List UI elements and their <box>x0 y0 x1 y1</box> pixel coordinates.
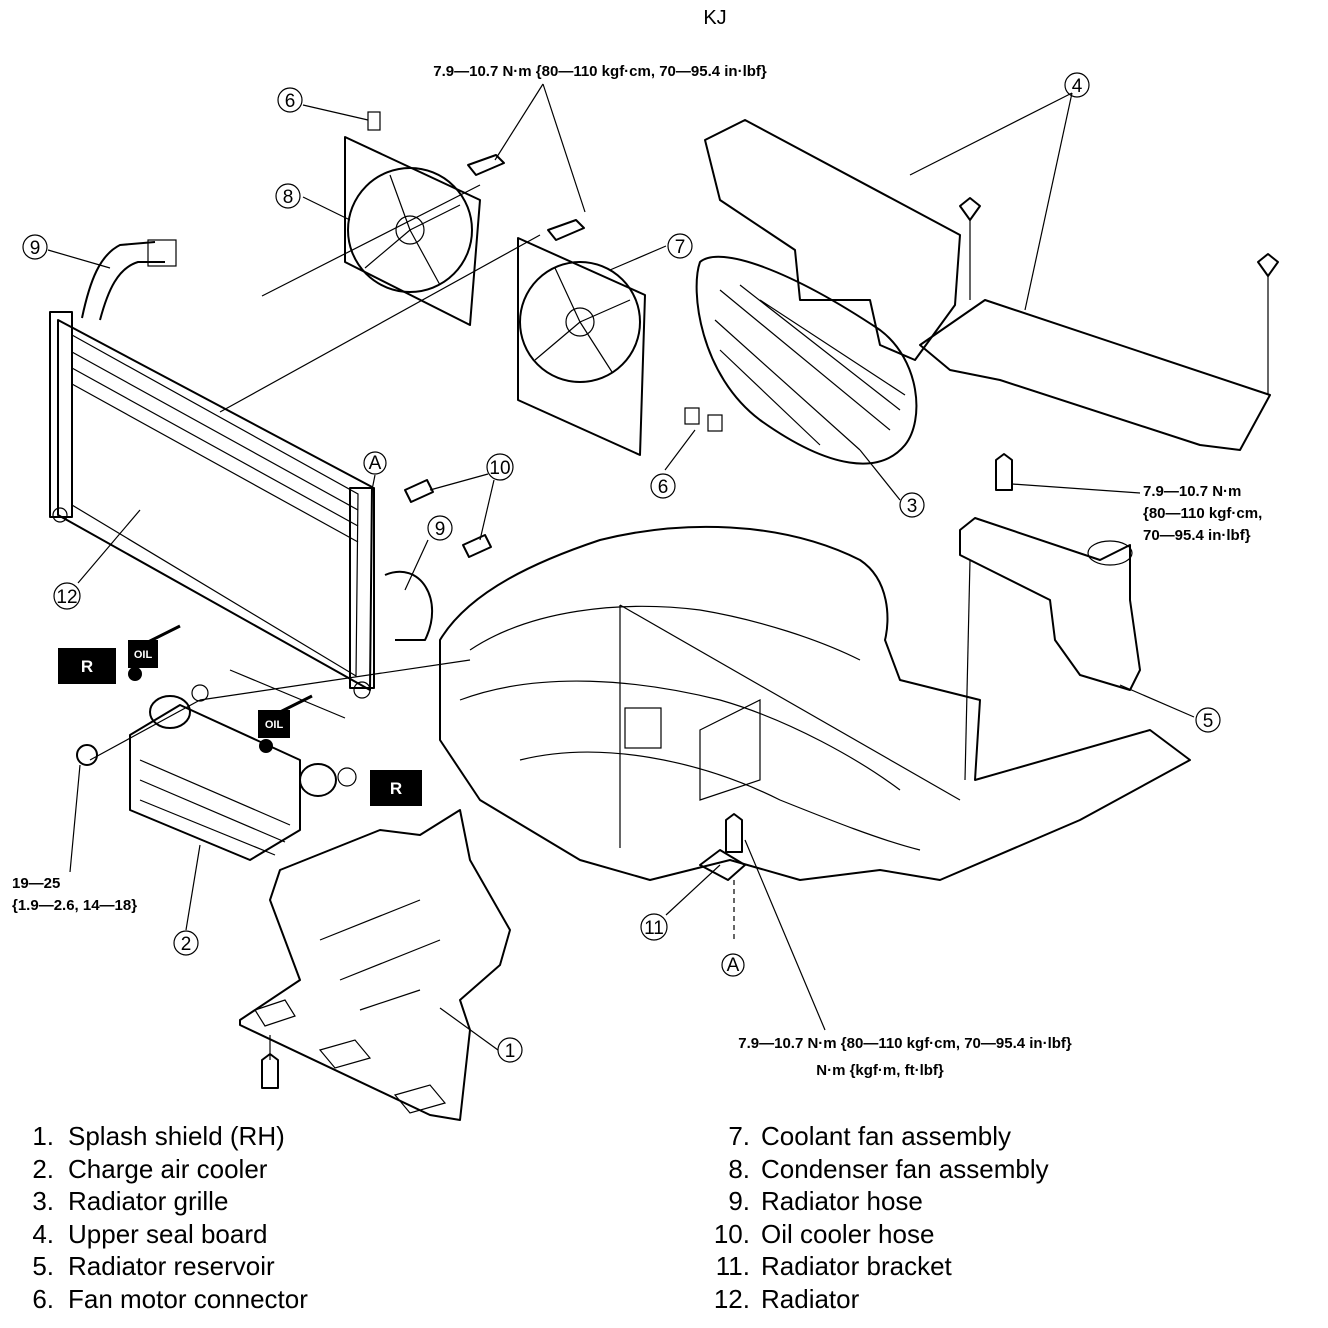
radiator-hose-upper <box>81 241 156 319</box>
leader-seal-board-a <box>909 92 1073 176</box>
svg-text:9: 9 <box>30 238 41 259</box>
svg-text:OIL: OIL <box>265 719 284 731</box>
fan-motor-connector-top <box>367 111 381 131</box>
svg-text:R: R <box>390 779 402 798</box>
torque-units: N·m {kgf·m, ft·lbf} <box>816 1062 944 1079</box>
leader-bolt-coolant <box>219 234 541 413</box>
torque-spec-drain-line1: 19—25 <box>12 875 60 892</box>
reference-mark-a-bottom: A <box>721 953 745 977</box>
bolt-splash-shield <box>261 1053 279 1089</box>
torque-spec-reservoir-line3: 70—95.4 in·lbf} <box>1143 527 1251 544</box>
drain-plug <box>76 744 98 766</box>
callout-2: 2 <box>173 930 199 956</box>
bolt-condenser-fan <box>467 154 505 176</box>
callout-5: 5 <box>1195 707 1221 733</box>
reference-mark-a-top: A <box>363 451 387 475</box>
torque-spec-reservoir-line2: {80—110 kgf·cm, <box>1143 505 1262 522</box>
svg-text:11: 11 <box>644 918 664 939</box>
legend-right-column: 7.Coolant fan assembly 8.Condenser fan a… <box>706 1120 1049 1315</box>
engine-bay <box>439 525 1191 881</box>
radiator-hose-lower <box>384 570 434 641</box>
svg-text:R: R <box>81 657 93 676</box>
torque-spec-drain-line2: {1.9—2.6, 14—18} <box>12 897 137 914</box>
condenser-fan-assembly <box>344 136 481 326</box>
svg-text:12: 12 <box>56 587 77 608</box>
radiator-hose-upper-edge <box>99 261 165 321</box>
legend-item: 8.Condenser fan assembly <box>728 1153 1049 1184</box>
svg-text:8: 8 <box>283 187 294 208</box>
svg-text:1: 1 <box>505 1041 516 1062</box>
replace-badge-left: R <box>58 648 116 684</box>
legend-item: 7.Coolant fan assembly <box>728 1121 1012 1151</box>
charge-air-cooler <box>129 695 337 861</box>
torque-spec-reservoir-line1: 7.9—10.7 N·m <box>1143 483 1241 500</box>
replace-badge-right: R <box>370 770 422 806</box>
svg-text:OIL: OIL <box>134 649 153 661</box>
radiator-grille <box>695 255 918 465</box>
o-ring-lower <box>337 767 357 787</box>
legend-item: 4.Upper seal board <box>32 1218 268 1249</box>
radiator-bracket <box>699 849 746 881</box>
radiator-reservoir <box>959 517 1141 691</box>
callout-4: 4 <box>1064 72 1090 98</box>
legend-item: 5.Radiator reservoir <box>32 1251 275 1281</box>
legend-item: 6.Fan motor connector <box>32 1283 308 1314</box>
svg-text:6: 6 <box>658 477 669 498</box>
callout-6-bottom: 6 <box>650 473 676 499</box>
callout-1: 1 <box>497 1037 523 1063</box>
oil-cooler-hose-a <box>404 479 434 503</box>
callout-8: 8 <box>275 183 301 209</box>
bolt-reservoir <box>995 453 1013 491</box>
legend-item: 11.Radiator bracket <box>715 1251 952 1281</box>
model-code: KJ <box>703 7 726 29</box>
svg-text:A: A <box>727 955 740 976</box>
callout-9-upper: 9 <box>22 234 48 260</box>
legend-item: 12.Radiator <box>713 1283 860 1314</box>
callout-3: 3 <box>899 492 925 518</box>
leader-torque-top-b <box>542 83 586 213</box>
legend-item: 10.Oil cooler hose <box>713 1218 935 1249</box>
torque-spec-top: 7.9—10.7 N·m {80—110 kgf·cm, 70—95.4 in·… <box>433 63 767 80</box>
legend-item: 9.Radiator hose <box>728 1186 923 1216</box>
callout-10: 10 <box>486 453 514 481</box>
oil-can-icon: OIL <box>258 694 313 753</box>
bolt-coolant-fan <box>547 219 585 241</box>
callout-7: 7 <box>667 233 693 259</box>
leader-torque-top-a <box>494 83 544 161</box>
oil-can-icon: OIL <box>128 624 181 681</box>
fan-motor-connector-bottom <box>684 407 700 425</box>
callout-11: 11 <box>640 913 668 941</box>
callout-12: 12 <box>53 582 81 610</box>
svg-text:5: 5 <box>1203 711 1214 732</box>
legend-item: 1.Splash shield (RH) <box>32 1121 285 1151</box>
callout-6-top: 6 <box>277 87 303 113</box>
svg-text:6: 6 <box>285 91 296 112</box>
splash-shield-rh <box>239 809 511 1121</box>
callout-9-lower: 9 <box>427 515 453 541</box>
o-ring-upper <box>191 684 209 702</box>
upper-seal-board <box>704 119 1271 451</box>
svg-text:3: 3 <box>907 496 918 517</box>
legend-item: 2.Charge air cooler <box>32 1153 268 1184</box>
leader-bolt-condenser <box>261 184 481 297</box>
svg-text:A: A <box>369 453 382 474</box>
radiator <box>49 311 375 699</box>
leader-seal-board-b <box>1024 92 1073 311</box>
clip-right <box>1257 253 1279 277</box>
svg-text:2: 2 <box>181 934 192 955</box>
clip-upper <box>959 197 981 221</box>
svg-text:4: 4 <box>1072 76 1083 97</box>
torque-spec-bottom: 7.9—10.7 N·m {80—110 kgf·cm, 70—95.4 in·… <box>738 1035 1072 1052</box>
svg-text:10: 10 <box>489 458 510 479</box>
legend-item: 3.Radiator grille <box>32 1186 229 1216</box>
bolt-bracket <box>725 813 743 853</box>
legend-left-column: 1.Splash shield (RH) 2.Charge air cooler… <box>14 1120 308 1315</box>
oil-cooler-hose-b <box>462 534 492 558</box>
svg-text:9: 9 <box>435 519 446 540</box>
svg-text:7: 7 <box>675 237 686 258</box>
coolant-fan-assembly <box>517 237 646 456</box>
hose-clamp-upper <box>147 239 177 267</box>
